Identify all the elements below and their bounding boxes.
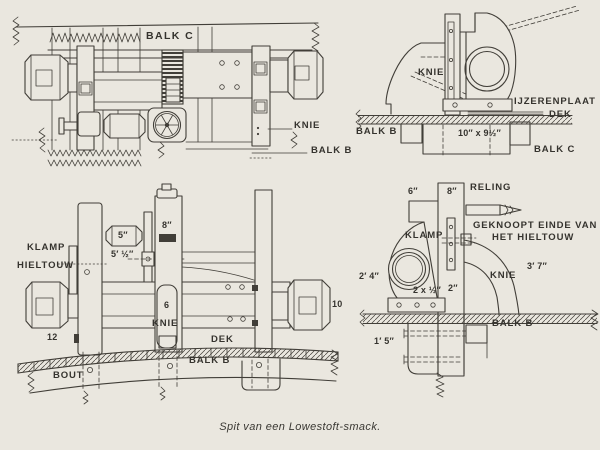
plan-view: [11, 16, 324, 167]
side-balk-b-label: BALK B: [492, 318, 534, 329]
side-dim-2: 2″: [448, 283, 458, 293]
side-view: [359, 182, 599, 398]
section-balk-c-label: BALK C: [534, 144, 576, 155]
front-dim-8: 8″: [162, 220, 172, 230]
side-rope-note-line1: GEKNOOPT EINDE VAN: [473, 220, 598, 231]
side-dim-3ft7: 3′ 7″: [527, 261, 547, 271]
side-dim-1ft5: 1′ 5″: [374, 336, 394, 346]
front-dek-label: DEK: [211, 334, 234, 345]
front-bout-label: BOUT: [53, 370, 84, 381]
front-hieltouw-label: HIELTOUW: [17, 260, 74, 271]
section-beam-dimension: 10″ x 9½″: [458, 128, 501, 138]
side-reling-label: RELING: [470, 182, 512, 193]
front-dim-10: 10: [332, 299, 343, 309]
section-balk-b-label: BALK B: [356, 126, 398, 137]
section-dek-label: DEK: [549, 109, 572, 120]
front-dim-12: 12: [47, 332, 58, 342]
plan-knie-label: KNIE: [294, 120, 321, 131]
front-dim-5: 5″: [118, 230, 128, 240]
plan-balk-c-label: BALK C: [146, 30, 195, 42]
side-dim-2ft4: 2′ 4″: [359, 271, 379, 281]
plan-balk-b-label: BALK B: [311, 145, 353, 156]
section-view: [355, 5, 581, 157]
side-knie-label: KNIE: [490, 270, 517, 281]
section-ijzerenplaat-label: IJZERENPLAAT: [514, 96, 596, 107]
deck-plank-dividers: [33, 347, 323, 372]
section-knie-label: KNIE: [418, 67, 445, 78]
side-dim-8: 8″: [447, 186, 457, 196]
front-dim-6: 6: [164, 300, 170, 310]
side-dim-6: 6″: [408, 186, 418, 196]
front-balk-b-label: BALK B: [189, 355, 231, 366]
front-knie-label: KNIE: [152, 318, 179, 329]
side-rope-note-line2: HET HIELTOUW: [492, 232, 575, 243]
front-klamp-label: KLAMP: [27, 242, 66, 253]
side-dim-2x-half: 2 x ½″: [413, 285, 442, 295]
front-dim-5-half: 5′ ½″: [111, 249, 134, 259]
front-view: [17, 183, 339, 405]
side-klamp-label: KLAMP: [405, 230, 444, 241]
figure-caption: Spit van een Lowestoft-smack.: [219, 421, 381, 433]
